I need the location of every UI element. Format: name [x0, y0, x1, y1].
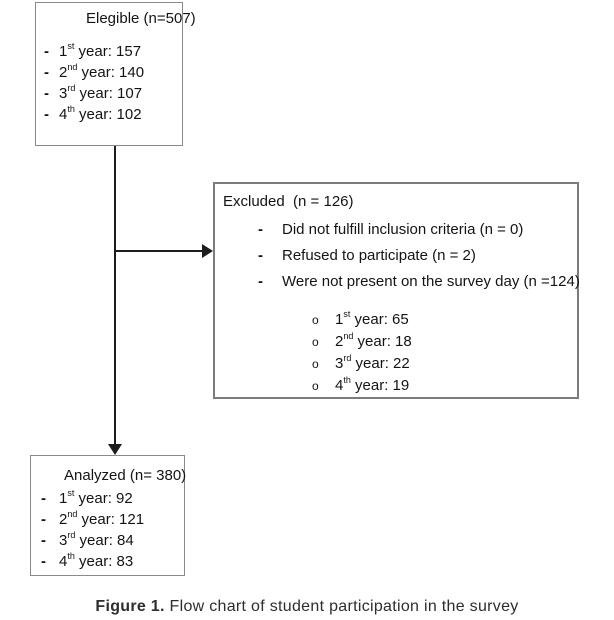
ordinal-suffix: nd: [67, 62, 78, 72]
arrowhead-down-icon: [108, 444, 122, 455]
exclusion-reason-row: - Refused to participate (n = 2): [215, 243, 577, 269]
dash-bullet: -: [41, 532, 46, 549]
dash-bullet: -: [41, 553, 46, 570]
ordinal-suffix: rd: [343, 353, 352, 363]
exclusion-reason-text: Did not fulfill inclusion criteria (n = …: [282, 221, 524, 238]
year-count-row: - 4th year: 102: [36, 104, 182, 125]
dash-bullet: -: [41, 490, 46, 507]
caption-text: Flow chart of student participation in t…: [164, 598, 519, 615]
ordinal-suffix: th: [67, 104, 75, 114]
ordinal-suffix: nd: [67, 509, 78, 519]
dash-bullet: -: [258, 247, 263, 264]
exclusion-reason-text: Were not present on the survey day (n =1…: [282, 273, 580, 290]
year-count-text: 3rd year: 107: [59, 83, 143, 103]
dash-bullet: -: [258, 221, 263, 238]
ordinal-suffix: st: [343, 309, 351, 319]
year-count-text: 2nd year: 140: [59, 62, 145, 82]
year-count-row: o 2nd year: 18: [215, 331, 577, 353]
exclusion-reason-row: - Were not present on the survey day (n …: [215, 269, 580, 295]
year-count-row: - 2nd year: 140: [36, 62, 182, 83]
excluded-reason-list: - Did not fulfill inclusion criteria (n …: [215, 217, 580, 295]
year-count-row: - 2nd year: 121: [31, 509, 184, 530]
ordinal-suffix: rd: [67, 530, 76, 540]
eligible-box: Elegible (n=507) - 1st year: 157 - 2nd y…: [35, 2, 196, 146]
year-count-text: 3rd year: 84: [59, 530, 134, 550]
dash-bullet: -: [44, 43, 49, 60]
year-count-text: 1st year: 157: [59, 41, 142, 61]
year-count-text: 1st year: 92: [59, 488, 133, 508]
year-count-row: - 1st year: 92: [31, 488, 184, 509]
ordinal-suffix: st: [67, 488, 75, 498]
analyzed-year-list: - 1st year: 92 - 2nd year: 121 - 3rd yea…: [31, 488, 184, 572]
caption-label: Figure 1.: [95, 598, 165, 615]
exclusion-reason-text: Refused to participate (n = 2): [282, 247, 476, 264]
year-count-row: o 1st year: 65: [215, 309, 577, 331]
exclusion-reason-row: - Did not fulfill inclusion criteria (n …: [215, 217, 577, 243]
circle-bullet: o: [312, 379, 319, 393]
year-count-text: 4th year: 102: [59, 104, 142, 124]
dash-bullet: -: [41, 511, 46, 528]
year-count-text: 2nd year: 18: [335, 331, 412, 351]
analyzed-title: Analyzed (n= 380): [64, 467, 187, 484]
excluded-year-list: o 1st year: 65 o 2nd year: 18 o 3rd year…: [215, 309, 577, 397]
ordinal-suffix: nd: [343, 331, 354, 341]
year-count-row: - 1st year: 157: [36, 41, 182, 62]
arrowhead-right-icon: [202, 244, 213, 258]
analyzed-box: Analyzed (n= 380) - 1st year: 92 - 2nd y…: [30, 455, 187, 576]
eligible-year-list: - 1st year: 157 - 2nd year: 140 - 3rd ye…: [36, 41, 182, 125]
dash-bullet: -: [44, 85, 49, 102]
ordinal-suffix: rd: [67, 83, 76, 93]
circle-bullet: o: [312, 313, 319, 327]
dash-bullet: -: [44, 106, 49, 123]
year-count-text: 4th year: 19: [335, 375, 410, 395]
excluded-title: Excluded (n = 126): [223, 193, 354, 210]
ordinal-suffix: st: [67, 41, 75, 51]
ordinal-suffix: th: [67, 551, 75, 561]
circle-bullet: o: [312, 357, 319, 371]
ordinal-suffix: th: [343, 375, 351, 385]
year-count-text: 4th year: 83: [59, 551, 134, 571]
eligible-title: Elegible (n=507): [86, 10, 196, 27]
flow-line-vertical: [114, 146, 116, 445]
year-count-text: 1st year: 65: [335, 309, 409, 329]
year-count-row: - 3rd year: 107: [36, 83, 182, 104]
year-count-row: - 3rd year: 84: [31, 530, 184, 551]
year-count-row: o 3rd year: 22: [215, 353, 577, 375]
excluded-box: Excluded (n = 126) - Did not fulfill inc…: [213, 182, 580, 399]
year-count-row: - 4th year: 83: [31, 551, 184, 572]
circle-bullet: o: [312, 335, 319, 349]
dash-bullet: -: [258, 273, 263, 290]
year-count-text: 2nd year: 121: [59, 509, 145, 529]
dash-bullet: -: [44, 64, 49, 81]
flow-line-horizontal: [115, 250, 203, 252]
figure-caption: Figure 1. Flow chart of student particip…: [0, 598, 614, 616]
year-count-row: o 4th year: 19: [215, 375, 577, 397]
year-count-text: 3rd year: 22: [335, 353, 410, 373]
